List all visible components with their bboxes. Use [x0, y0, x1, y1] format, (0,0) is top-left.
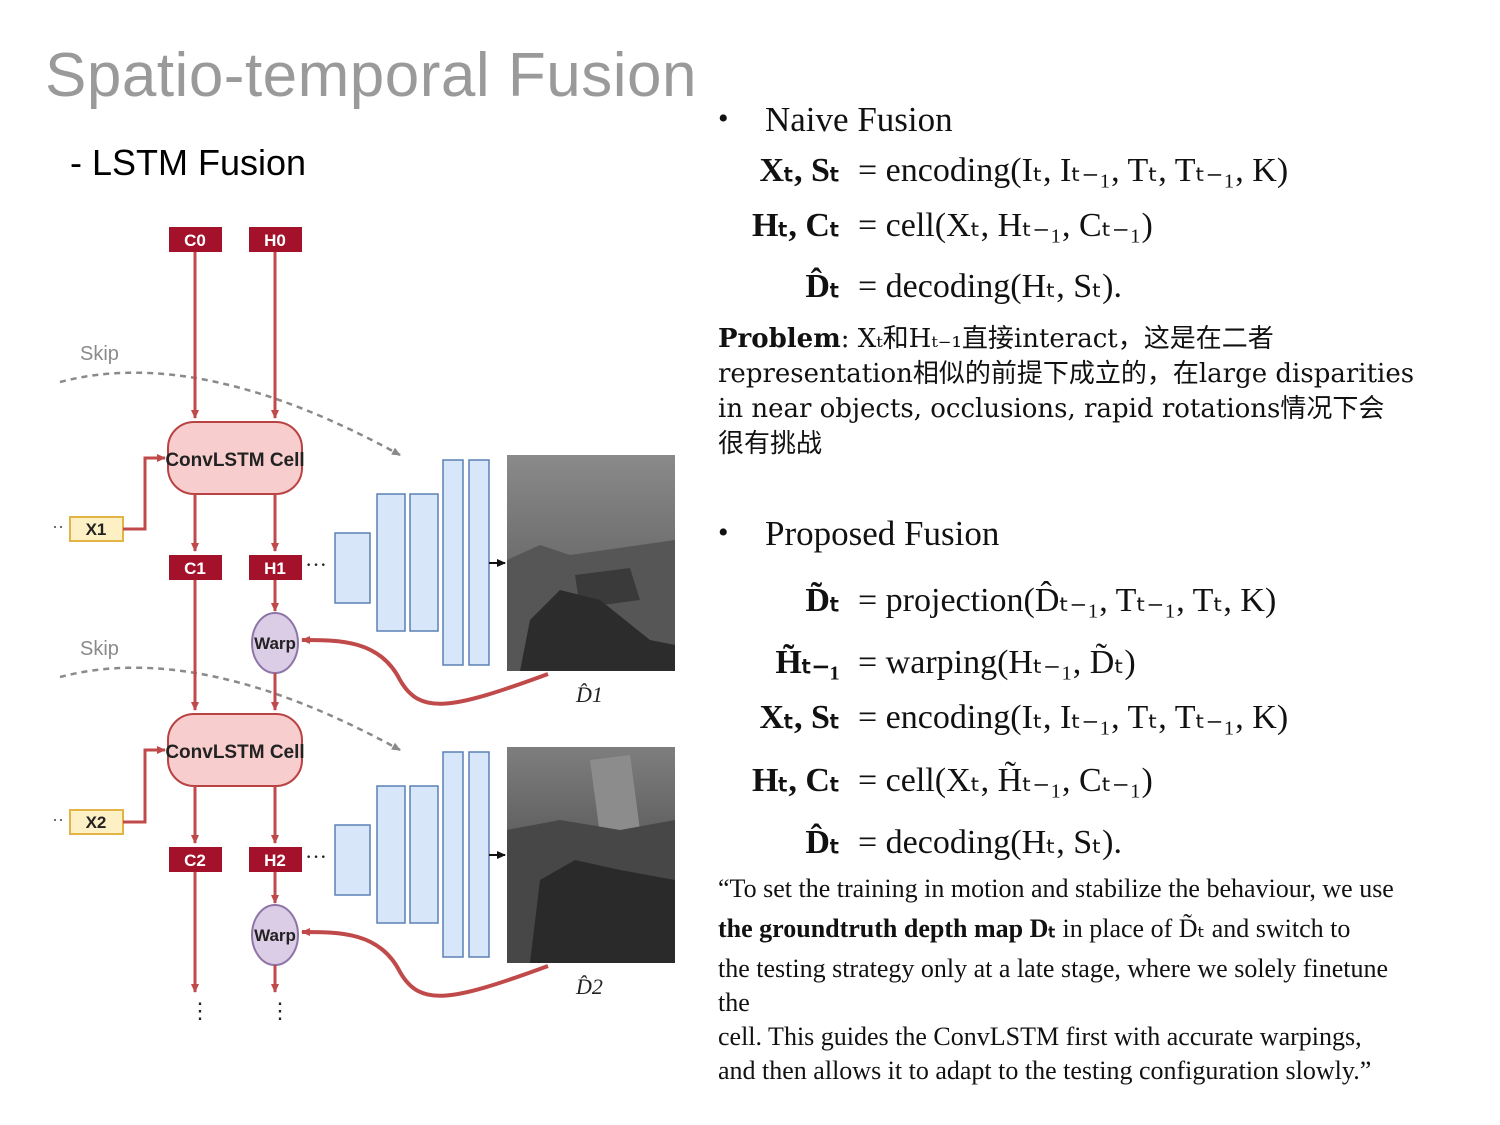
input-x1-label: X1	[86, 520, 107, 539]
proposed-eq5-rhs: = decoding(Hₜ, Sₜ).	[858, 824, 1122, 861]
proposed-fusion-heading: Proposed Fusion	[765, 514, 1000, 553]
naive-eq3-lhs: D̂ₜ	[805, 268, 840, 305]
state-c2-label: C2	[184, 851, 206, 870]
quote-line-5: cell. This guides the ConvLSTM first wit…	[718, 1022, 1362, 1051]
decoder-2	[334, 751, 490, 958]
convlstm-cell-2-label: ConvLSTM Cell	[165, 742, 304, 763]
quote-line-3: the testing strategy only at a late stag…	[718, 954, 1388, 983]
problem-line-1-text: : Xₜ和Hₜ₋₁直接interact，这是在二者	[840, 324, 1274, 354]
convlstm-cell-2: ConvLSTM Cell	[165, 713, 305, 787]
warp-node-2-label: Warp	[254, 926, 296, 945]
continue-dots-h: ⋮	[269, 998, 291, 1023]
naive-eq1-rhs: = encoding(Iₜ, Iₜ₋₁, Tₜ, Tₜ₋₁, K)	[858, 152, 1289, 189]
proposed-eq2-rhs: = warping(Hₜ₋₁, D̃ₜ)	[858, 644, 1136, 681]
arrow-depth2-warp2	[301, 928, 549, 998]
input-dots-2: ··	[52, 810, 64, 830]
skip-label-1: Skip	[80, 343, 119, 365]
state-h1: H1	[249, 555, 302, 580]
decoder-1	[334, 459, 490, 666]
quote-line-4: the	[718, 988, 750, 1017]
ellipsis-h1: ···	[305, 552, 327, 577]
proposed-eq4-rhs: = cell(Xₜ, H̃ₜ₋₁, Cₜ₋₁)	[858, 762, 1153, 799]
proposed-eq1-rhs: = projection(D̂ₜ₋₁, Tₜ₋₁, Tₜ, K)	[858, 582, 1277, 619]
problem-label: Problem	[718, 324, 841, 354]
problem-line-1: Problem: Xₜ和Hₜ₋₁直接interact，这是在二者	[718, 322, 1414, 357]
depth-map-1	[507, 455, 675, 671]
bullet-dot-naive: •	[718, 102, 729, 135]
output-label-d2: D̂2	[575, 974, 603, 999]
bullet-dot-proposed: •	[718, 516, 729, 549]
proposed-equation-2: H̃ₜ₋₁ = warping(Hₜ₋₁, D̃ₜ)	[700, 642, 1490, 686]
lstm-fusion-diagram: Skip Skip C0 H0 ConvLSTM Cell ·· X1 C1 H…	[52, 227, 675, 1023]
naive-equation-1: Xₜ, Sₜ = encoding(Iₜ, Iₜ₋₁, Tₜ, Tₜ₋₁, K)	[700, 150, 1490, 194]
state-h1-label: H1	[264, 559, 286, 578]
state-h2-label: H2	[264, 851, 286, 870]
arrow-x2-cell2	[123, 746, 166, 824]
convlstm-cell-1-label: ConvLSTM Cell	[165, 450, 304, 471]
warp-node-1-label: Warp	[254, 634, 296, 653]
naive-eq2-lhs: Hₜ, Cₜ	[751, 207, 840, 244]
proposed-equation-5: D̂ₜ = decoding(Hₜ, Sₜ).	[700, 822, 1490, 866]
arrow-x1-cell1	[123, 454, 166, 531]
warp-node-1: Warp	[251, 612, 299, 674]
skip-label-2: Skip	[80, 638, 119, 660]
naive-eq3-rhs: = decoding(Hₜ, Sₜ).	[858, 268, 1122, 305]
problem-line-3: in near objects, occlusions, rapid rotat…	[718, 394, 1385, 424]
state-c2: C2	[169, 847, 222, 872]
naive-eq2-rhs: = cell(Xₜ, Hₜ₋₁, Cₜ₋₁)	[858, 207, 1153, 244]
continue-dots-c: ⋮	[189, 998, 211, 1023]
proposed-equation-1: D̃ₜ = projection(D̂ₜ₋₁, Tₜ₋₁, Tₜ, K)	[700, 580, 1490, 624]
quote-line-1: “To set the training in motion and stabi…	[718, 874, 1394, 903]
slide-title: Spatio-temporal Fusion	[45, 41, 697, 110]
proposed-eq1-lhs: D̃ₜ	[805, 582, 840, 619]
problem-line-4: 很有挑战	[718, 429, 823, 459]
convlstm-cell-1: ConvLSTM Cell	[165, 421, 305, 495]
depth-map-2	[507, 747, 675, 963]
naive-eq1-lhs: Xₜ, Sₜ	[759, 152, 840, 189]
skip-arrow-1	[59, 371, 401, 457]
proposed-eq3-rhs: = encoding(Iₜ, Iₜ₋₁, Tₜ, Tₜ₋₁, K)	[858, 699, 1289, 736]
naive-fusion-heading: Naive Fusion	[765, 100, 953, 139]
quote-line-6: and then allows it to adapt to the testi…	[718, 1056, 1372, 1085]
proposed-equation-3: Xₜ, Sₜ = encoding(Iₜ, Iₜ₋₁, Tₜ, Tₜ₋₁, K)	[700, 697, 1490, 741]
slide-subtitle: - LSTM Fusion	[70, 142, 307, 183]
quote-line-2: the groundtruth depth map Dₜ in place of…	[718, 912, 1394, 952]
state-h2: H2	[249, 847, 302, 872]
proposed-eq5-lhs: D̂ₜ	[805, 824, 840, 861]
state-c1: C1	[169, 555, 222, 580]
proposed-eq2-lhs: H̃ₜ₋₁	[775, 644, 840, 681]
ellipsis-h2: ···	[305, 844, 327, 869]
state-h0-label: H0	[264, 231, 286, 250]
naive-equation-2: Hₜ, Cₜ = cell(Xₜ, Hₜ₋₁, Cₜ₋₁)	[700, 205, 1490, 249]
input-x2-label: X2	[86, 813, 107, 832]
state-h0: H0	[249, 227, 302, 252]
problem-line-2: representation相似的前提下成立的，在large dispariti…	[718, 359, 1415, 389]
proposed-equation-4: Hₜ, Cₜ = cell(Xₜ, H̃ₜ₋₁, Cₜ₋₁)	[700, 760, 1490, 804]
proposed-eq4-lhs: Hₜ, Cₜ	[751, 762, 840, 799]
input-x1: X1	[69, 516, 124, 542]
quote-line-2-rest: in place of D̃ₜ and switch to	[1056, 914, 1351, 943]
proposed-eq3-lhs: Xₜ, Sₜ	[759, 699, 840, 736]
arrow-depth1-warp1	[301, 636, 549, 706]
input-x2: X2	[69, 809, 124, 835]
quote-block: “To set the training in motion and stabi…	[718, 872, 1394, 1088]
naive-equation-3: D̂ₜ = decoding(Hₜ, Sₜ).	[700, 266, 1490, 310]
skip-arrow-2	[59, 666, 401, 752]
quote-line-2-bold: the groundtruth depth map Dₜ	[718, 914, 1057, 943]
state-c0: C0	[169, 227, 222, 252]
warp-node-2: Warp	[251, 904, 299, 966]
input-dots-1: ··	[52, 517, 64, 537]
problem-text: Problem: Xₜ和Hₜ₋₁直接interact，这是在二者 represe…	[718, 322, 1414, 462]
state-c0-label: C0	[184, 231, 206, 250]
state-c1-label: C1	[184, 559, 206, 578]
output-label-d1: D̂1	[575, 682, 603, 707]
